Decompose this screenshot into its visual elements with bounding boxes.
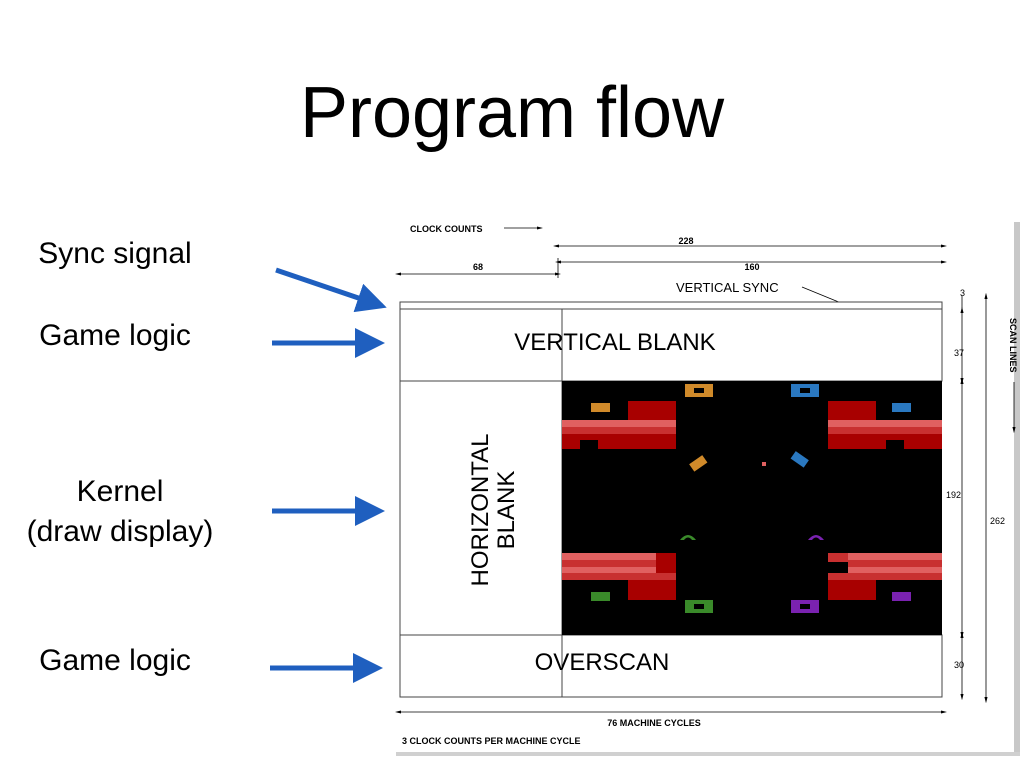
screen-background <box>562 381 942 635</box>
game-screen <box>562 381 942 635</box>
fortress-top-left <box>562 401 676 449</box>
horizontal-blank-region <box>399 380 563 636</box>
paddle-blue <box>790 451 809 468</box>
diagram-frame-shadow <box>1014 222 1020 754</box>
overscan-lines-label: 30 <box>954 660 964 670</box>
horizontal-blank-line2: BLANK <box>493 471 520 550</box>
diagram-frame-bottom-shadow <box>396 752 1020 756</box>
visible-lines-label: 192 <box>946 490 961 500</box>
total-width-label: 228 <box>678 236 693 246</box>
horizontal-blank-line1: HORIZONTAL <box>467 434 494 587</box>
vertical-sync-label: VERTICAL SYNC <box>676 280 779 295</box>
fortress-top-right <box>828 401 942 449</box>
total-lines-label: 262 <box>990 516 1005 526</box>
fortress-bottom-left <box>562 553 676 601</box>
horizontal-blank-label: HORIZONTAL BLANK <box>467 434 520 587</box>
paddle-purple <box>808 535 824 540</box>
label-game-logic-top: Game logic <box>39 319 191 352</box>
label-kernel-line2: (draw display) <box>26 515 214 548</box>
cycle-note-label: 3 CLOCK COUNTS PER MACHINE CYCLE <box>402 736 581 746</box>
label-kernel: Kernel (draw display) <box>0 472 240 552</box>
label-game-logic-bottom: Game logic <box>39 644 191 677</box>
label-sync-signal: Sync signal <box>38 237 192 270</box>
fortress-bottom-right <box>828 553 942 601</box>
ball <box>762 462 766 466</box>
overscan-label: OVERSCAN <box>535 649 670 676</box>
vblank-lines-label: 37 <box>954 348 964 358</box>
clock-counts-label: CLOCK COUNTS <box>410 224 483 234</box>
scan-lines-text: SCAN LINES <box>1008 318 1018 373</box>
sync-lines-label: 3 <box>960 288 965 298</box>
slide-title: Program flow <box>299 73 725 153</box>
visible-width-label: 160 <box>744 262 759 272</box>
hblank-width-label: 68 <box>473 262 483 272</box>
overscan-region <box>399 634 943 698</box>
vertical-blank-region <box>399 308 943 382</box>
paddle-green <box>680 535 696 540</box>
machine-cycles-label: 76 MACHINE CYCLES <box>607 718 701 728</box>
paddle-orange <box>689 455 708 472</box>
vertical-sync-band <box>399 301 943 310</box>
vertical-blank-label: VERTICAL BLANK <box>514 329 715 356</box>
arrow-sync-signal <box>275 267 387 313</box>
label-kernel-line1: Kernel <box>76 475 164 508</box>
scan-lines-label: SCAN LINES <box>1008 318 1018 373</box>
